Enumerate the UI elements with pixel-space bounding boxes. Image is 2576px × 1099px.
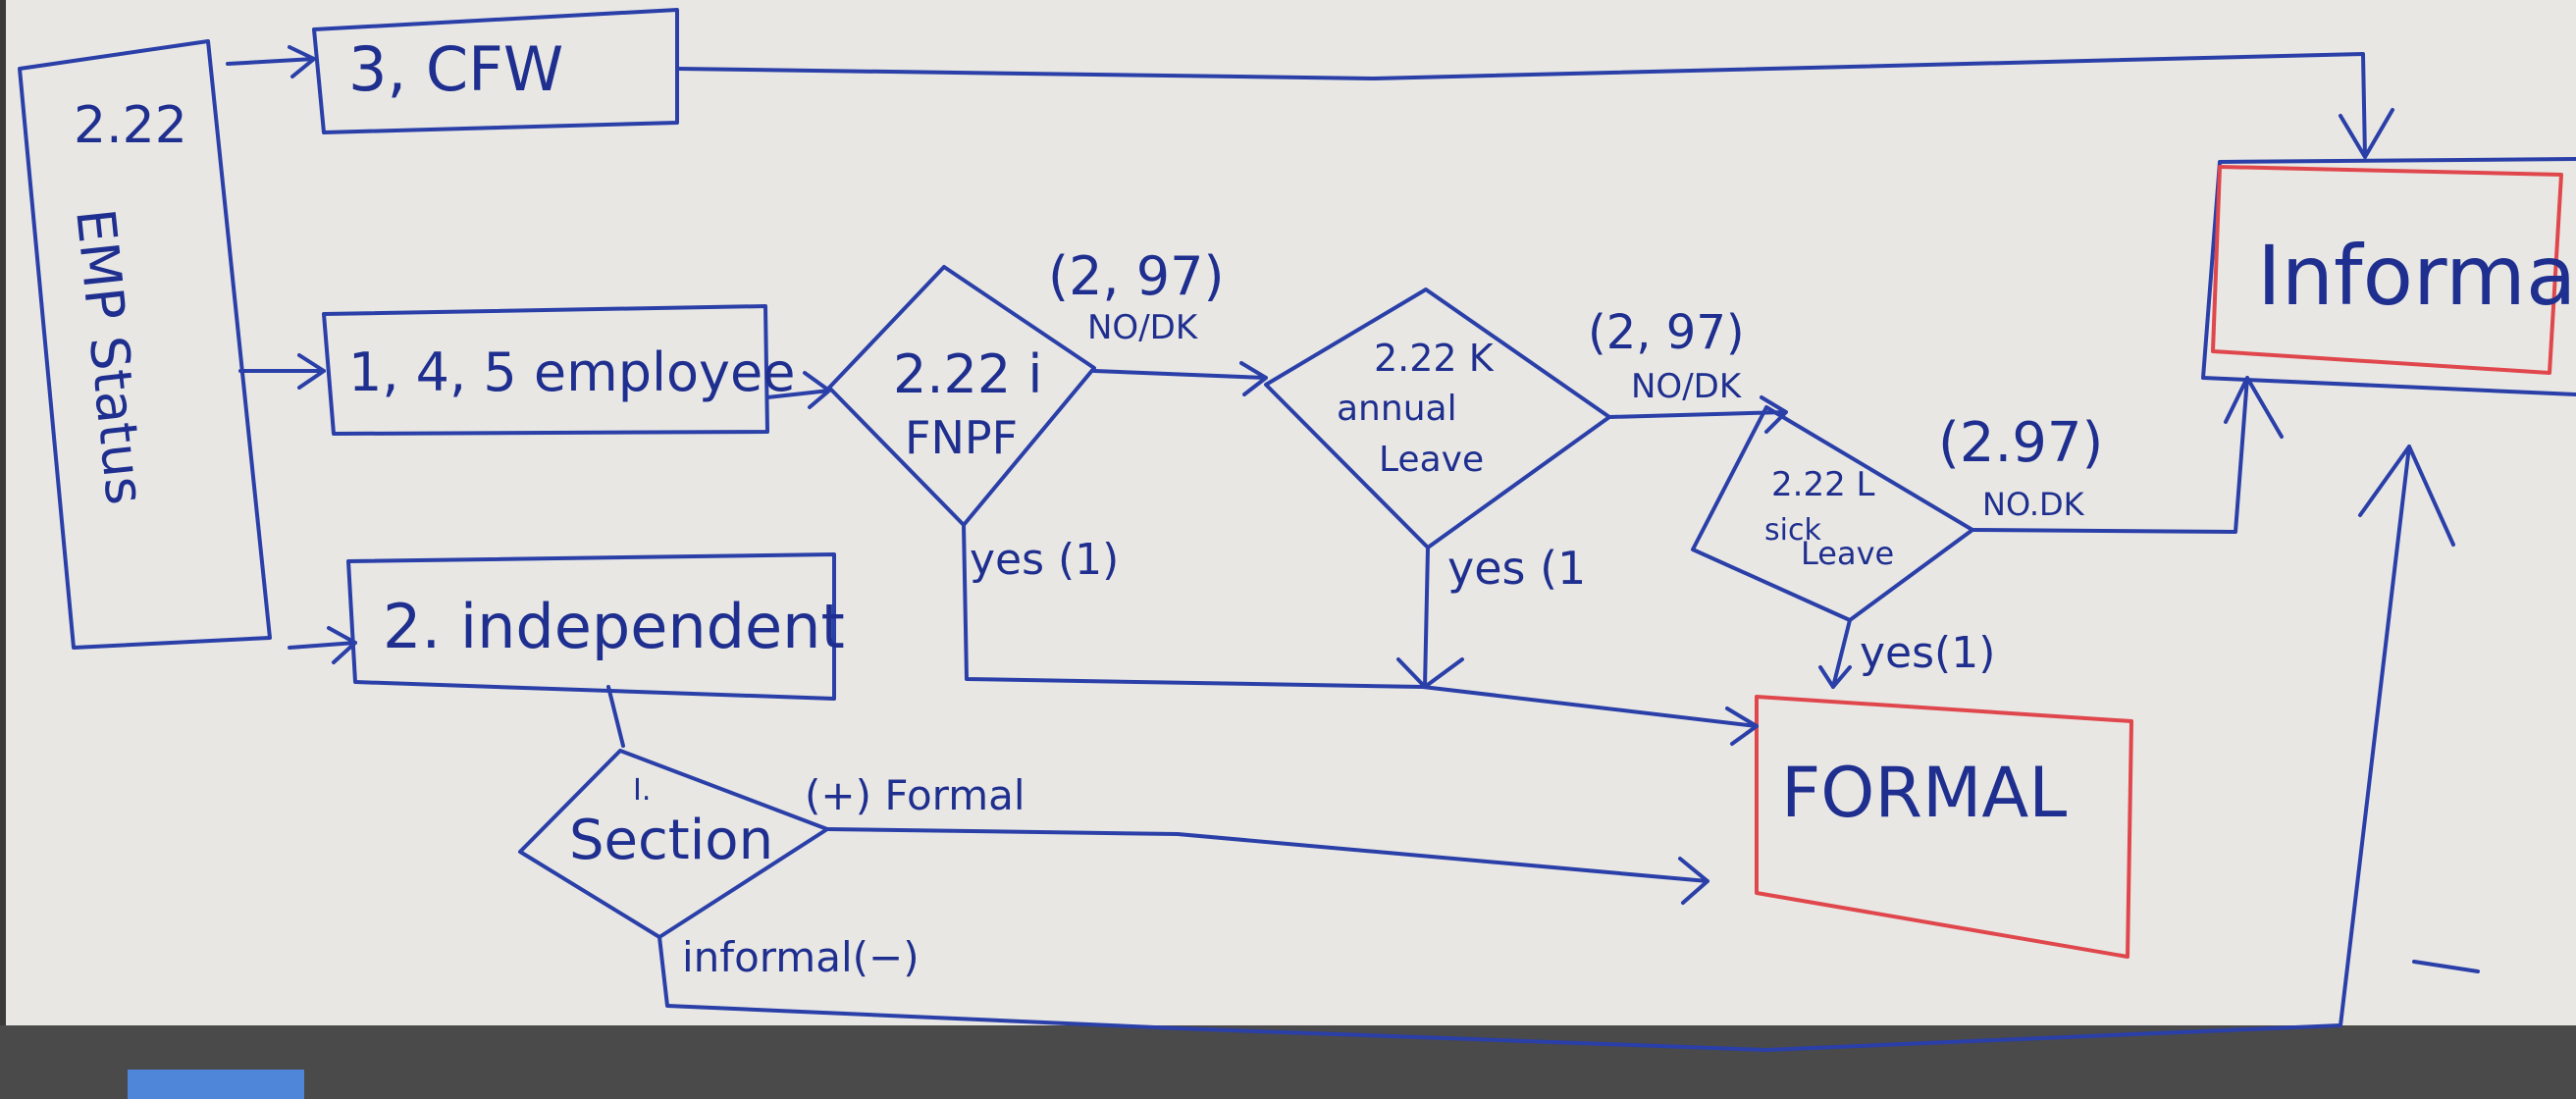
connectors <box>226 45 2480 1052</box>
fnpf-no-code: (2, 97) <box>1048 245 1225 307</box>
marker-cap <box>128 1070 304 1099</box>
cfw-box <box>312 8 679 134</box>
fnpf-yes-label: yes (1) <box>970 535 1119 585</box>
arrow-emp-cfw <box>226 45 316 78</box>
arrow-fnpf-annual <box>1092 361 1268 396</box>
employee-label: 1, 4, 5 employee <box>348 341 795 403</box>
arrow-fnpf-formal <box>962 523 1759 746</box>
sick-code: 2.22 L <box>1771 465 1875 504</box>
informal-box-inner <box>2211 165 2563 375</box>
fnpf-code: 2.22 i <box>893 343 1042 405</box>
arrow-emp-employee <box>238 353 326 390</box>
section-informal-label: informal(−) <box>682 933 920 981</box>
formal-label: FORMAL <box>1781 753 2067 833</box>
emp-status-box <box>18 39 272 650</box>
informal-box-outer <box>2201 157 2576 396</box>
arrow-sick-informal <box>1971 376 2284 534</box>
fnpf-label: FNPF <box>905 411 1018 464</box>
board-tray <box>0 1025 2576 1099</box>
arrow-section-formal <box>825 827 1709 905</box>
annual-label-1: annual <box>1337 389 1457 429</box>
arrow-employee-fnpf <box>765 371 831 409</box>
formal-box <box>1755 695 2133 959</box>
sick-no-label: NO.DK <box>1982 486 2085 523</box>
annual-no-code: (2, 97) <box>1588 305 1745 360</box>
employee-box <box>322 304 769 436</box>
sick-no-code: (2.97) <box>1938 411 2103 475</box>
arrow-cfw-informal <box>675 52 2394 159</box>
emp-box-code: 2.22 <box>74 96 187 155</box>
board-surface <box>6 0 2576 1025</box>
sick-label-1: sick <box>1764 513 1821 548</box>
annual-code: 2.22 K <box>1374 337 1495 380</box>
section-label: Section <box>569 809 773 872</box>
annual-yes-label: yes (1 <box>1447 542 1586 595</box>
stray-mark <box>2412 960 2480 973</box>
section-formal-label: (+) Formal <box>805 771 1025 819</box>
arrow-section-informal <box>657 445 2455 1052</box>
sick-label-2: Leave <box>1801 535 1894 572</box>
fnpf-no-label: NO/DK <box>1087 308 1199 347</box>
cfw-label: 3, CFW <box>348 33 563 105</box>
section-roman: I. <box>633 773 651 808</box>
annual-label-2: Leave <box>1379 440 1484 480</box>
independent-label: 2. independent <box>383 591 845 662</box>
arrow-sick-formal <box>1818 618 1852 689</box>
arrow-emp-independent <box>288 626 357 664</box>
arrow-annual-formal <box>1396 546 1464 689</box>
arrow-annual-sick <box>1607 395 1788 434</box>
sick-yes-label: yes(1) <box>1860 628 1995 678</box>
line-independent-section <box>606 685 625 748</box>
informal-label: Informal <box>2257 228 2576 324</box>
annual-no-label: NO/DK <box>1631 367 1743 406</box>
